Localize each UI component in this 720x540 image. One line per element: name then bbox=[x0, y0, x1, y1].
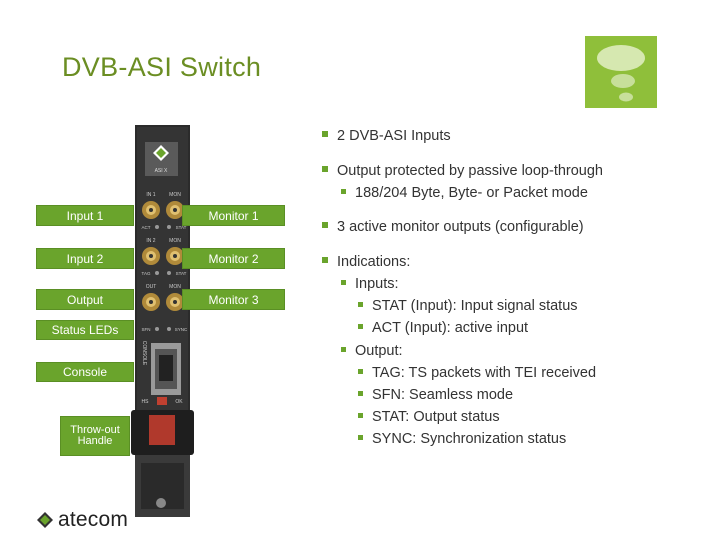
led-label-stat2: STAT bbox=[176, 271, 187, 276]
console-label: CONSOLE bbox=[141, 341, 147, 366]
callout-status-leds: Status LEDs bbox=[36, 320, 134, 340]
bullet-item: STAT (Input): Input signal status bbox=[358, 298, 578, 314]
port-label-mon1: MON bbox=[169, 192, 181, 198]
bullet-square-icon bbox=[358, 412, 363, 418]
device-brand-label: ASI X bbox=[155, 168, 168, 174]
led-label-tag: TAG bbox=[142, 271, 151, 276]
bullet-item: TAG: TS packets with TEI received bbox=[358, 365, 596, 381]
speech-bubble-logo-icon bbox=[585, 36, 657, 108]
port-label-mon2: MON bbox=[169, 238, 181, 244]
led-label-act1: ACT bbox=[142, 225, 151, 230]
callout-monitor-2: Monitor 2 bbox=[182, 248, 285, 269]
callout-throwout-handle: Throw-out Handle bbox=[60, 416, 130, 456]
bullet-item: Inputs: bbox=[341, 276, 399, 292]
bullet-square-icon bbox=[341, 279, 346, 285]
led-label-sfn: SFN bbox=[142, 327, 151, 332]
bullet-square-icon bbox=[358, 390, 363, 396]
bullet-item: Output: bbox=[341, 343, 403, 359]
atecom-brand: atecom bbox=[36, 508, 128, 532]
port-label-mon3: MON bbox=[169, 284, 181, 290]
atecom-diamond-icon bbox=[37, 512, 53, 528]
bullet-square-icon bbox=[341, 188, 346, 194]
dvb-asi-switch-module-image: ASI X IN 1 MON ACT STAT IN 2 MON TAG STA… bbox=[131, 125, 194, 517]
port-label-in1: IN 1 bbox=[146, 192, 155, 198]
port-label-in2: IN 2 bbox=[146, 238, 155, 244]
callout-monitor-1: Monitor 1 bbox=[182, 205, 285, 226]
port-label-out: OUT bbox=[146, 284, 157, 290]
bullet-item: 188/204 Byte, Byte- or Packet mode bbox=[341, 185, 588, 201]
bullet-square-icon bbox=[322, 257, 328, 264]
bullet-square-icon bbox=[322, 222, 328, 229]
bullet-square-icon bbox=[358, 301, 363, 307]
bullet-square-icon bbox=[322, 166, 328, 173]
bullet-item: Indications: bbox=[322, 254, 410, 270]
callout-input-2: Input 2 bbox=[36, 248, 134, 269]
ok-label: OK bbox=[175, 399, 183, 405]
led-label-sync: SYNC bbox=[175, 327, 188, 332]
callout-input-1: Input 1 bbox=[36, 205, 134, 226]
bullet-item: SYNC: Synchronization status bbox=[358, 431, 566, 447]
callout-output: Output bbox=[36, 289, 134, 310]
bullet-square-icon bbox=[358, 368, 363, 374]
bullet-square-icon bbox=[358, 323, 363, 329]
hs-label: HS bbox=[142, 399, 150, 405]
slide-title: DVB-ASI Switch bbox=[62, 52, 262, 82]
callout-console: Console bbox=[36, 362, 134, 382]
bullet-item: SFN: Seamless mode bbox=[358, 387, 513, 403]
brand-name: atecom bbox=[58, 508, 129, 531]
bullet-item: ACT (Input): active input bbox=[358, 320, 528, 336]
bullet-square-icon bbox=[358, 434, 363, 440]
bullet-item: Output protected by passive loop-through bbox=[322, 163, 603, 179]
bullet-item: 3 active monitor outputs (configurable) bbox=[322, 219, 584, 235]
bullet-square-icon bbox=[341, 346, 346, 352]
bullet-item: 2 DVB-ASI Inputs bbox=[322, 128, 451, 144]
callout-monitor-3: Monitor 3 bbox=[182, 289, 285, 310]
led-label-stat1: STAT bbox=[176, 225, 187, 230]
bullet-item: STAT: Output status bbox=[358, 409, 500, 425]
bullet-square-icon bbox=[322, 131, 328, 138]
